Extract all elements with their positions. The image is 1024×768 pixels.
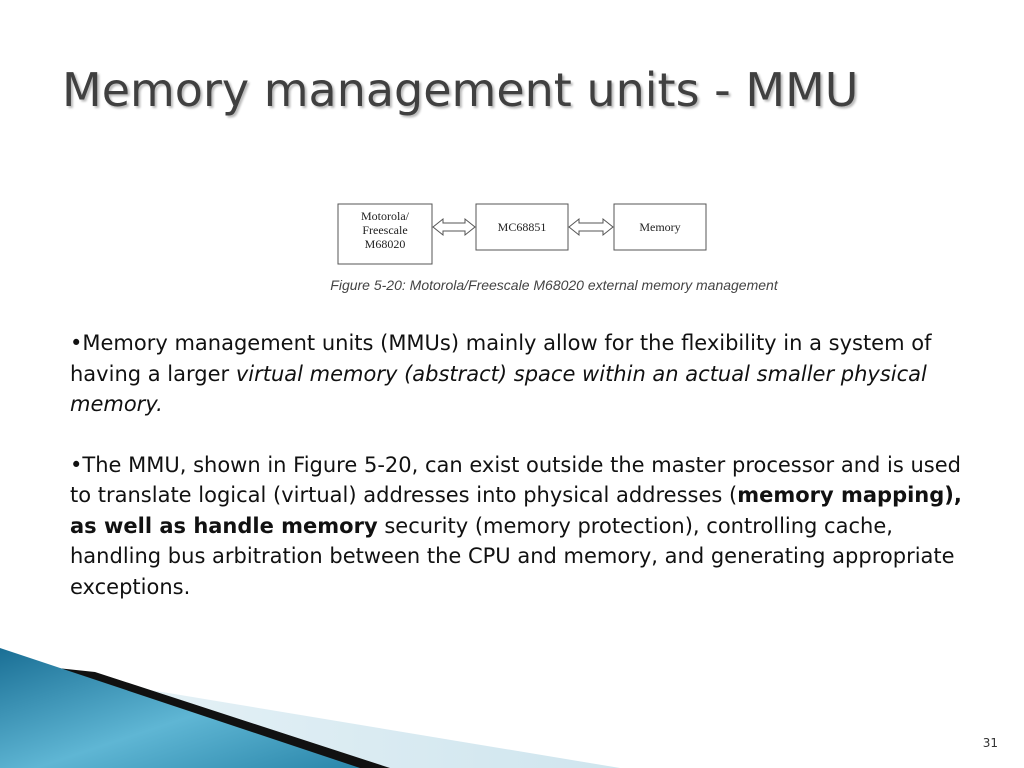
slide-body: •Memory management units (MMUs) mainly a… (70, 328, 970, 602)
double-arrow-1 (432, 217, 476, 237)
figure-caption: Figure 5-20: Motorola/Freescale M68020 e… (330, 277, 778, 293)
box-cpu-label: Motorola/ Freescale M68020 (338, 209, 432, 251)
deco-blue-wedge (0, 648, 360, 768)
box-cpu (337, 203, 433, 265)
bullet-2-bold: memory mapping), as well as handle memor… (70, 483, 962, 538)
slide-title: Memory management units - MMU (62, 63, 859, 117)
box-memory-label: Memory (614, 220, 706, 234)
box-memory-text: Memory (639, 220, 681, 234)
figure-diagram-svg (337, 203, 707, 265)
figure-diagram: Motorola/ Freescale M68020 MC68851 Memor… (330, 196, 800, 300)
box-mmu-label: MC68851 (476, 220, 568, 234)
bullet-2-text: The MMU, shown in Figure 5-20, can exist… (70, 452, 961, 508)
bullet-2: •The MMU, shown in Figure 5-20, can exis… (70, 450, 970, 603)
bullet-1-text: Memory management units (MMUs) mainly al… (70, 331, 932, 386)
page-number: 31 (982, 736, 998, 750)
bullet-marker: • (70, 452, 83, 477)
double-arrow-2 (568, 217, 614, 237)
box-memory (613, 203, 707, 251)
box-mmu-text: MC68851 (497, 220, 547, 234)
bullet-1: •Memory management units (MMUs) mainly a… (70, 328, 970, 420)
bullet-2-text-end: security (memory protection), controllin… (70, 513, 955, 599)
box-cpu-text: Motorola/ Freescale M68020 (361, 209, 409, 251)
box-mmu (475, 203, 569, 251)
bullet-1-italic: virtual memory (abstract) space within a… (70, 361, 927, 417)
bullet-marker: • (70, 331, 83, 355)
